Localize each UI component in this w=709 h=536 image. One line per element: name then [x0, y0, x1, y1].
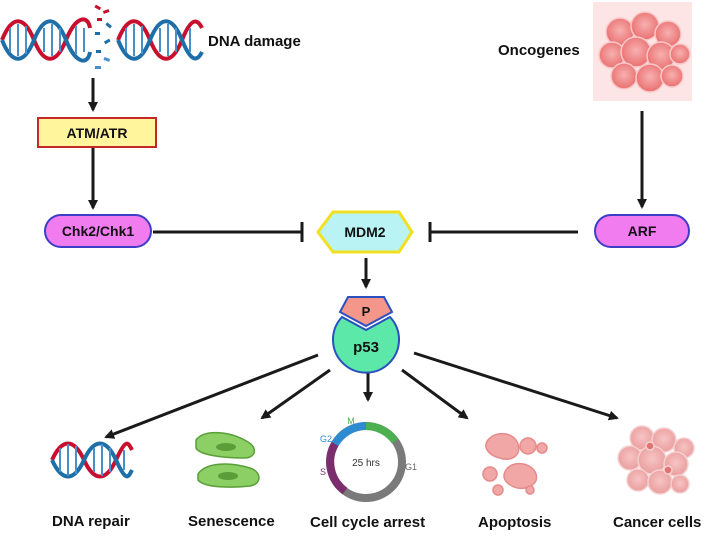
- arf-label: ARF: [628, 223, 657, 239]
- arrow-p53-to-apoptosis: [401, 368, 469, 420]
- dna-repair-icon: [50, 441, 134, 479]
- cycle-duration-label: 25 hrs: [352, 458, 380, 469]
- arf-node: ARF: [594, 214, 690, 248]
- atm-atr-node: ATM/ATR: [37, 117, 157, 148]
- senescence-cells-icon: [195, 431, 260, 488]
- mdm2-node: MDM2: [316, 210, 414, 254]
- g2-phase-arc: [331, 422, 367, 447]
- chk2-chk1-label: Chk2/Chk1: [62, 223, 135, 239]
- p53-label: p53: [353, 339, 379, 356]
- g1-phase-label: G1: [405, 462, 417, 472]
- apoptosis-icon: [482, 432, 548, 496]
- m-phase-label: M: [347, 416, 355, 426]
- g2-phase-label: G2: [320, 434, 332, 444]
- arrow-p53-to-cancer: [413, 351, 619, 421]
- mdm2-label: MDM2: [344, 224, 385, 240]
- dna-damage-label: DNA damage: [208, 33, 301, 50]
- arrow-p53-to-dna-repair: [104, 353, 319, 439]
- atm-atr-label: ATM/ATR: [67, 125, 128, 141]
- oncogene-cell-cluster-icon: [593, 2, 692, 101]
- connector-lines: [88, 78, 647, 439]
- s-phase-label: S: [320, 467, 326, 477]
- dna-repair-label: DNA repair: [52, 513, 130, 530]
- cell-cycle-ring: 25 hrs M G2 S G1: [320, 416, 417, 502]
- cancer-cells-icon: [617, 425, 695, 495]
- s-phase-arc: [326, 442, 348, 495]
- chk2-chk1-node: Chk2/Chk1: [44, 214, 152, 248]
- p53-node: P p53: [332, 296, 400, 374]
- cancer-cells-label: Cancer cells: [613, 514, 702, 531]
- apoptosis-label: Apoptosis: [478, 514, 552, 531]
- m-phase-arc: [365, 422, 399, 444]
- phosphate-label: P: [362, 304, 371, 319]
- cell-cycle-arrest-label: Cell cycle arrest: [310, 514, 426, 531]
- arrow-p53-to-senescence: [260, 368, 331, 420]
- senescence-label: Senescence: [188, 513, 275, 530]
- oncogenes-label: Oncogenes: [498, 42, 580, 59]
- dna-damage-icon: [0, 4, 204, 69]
